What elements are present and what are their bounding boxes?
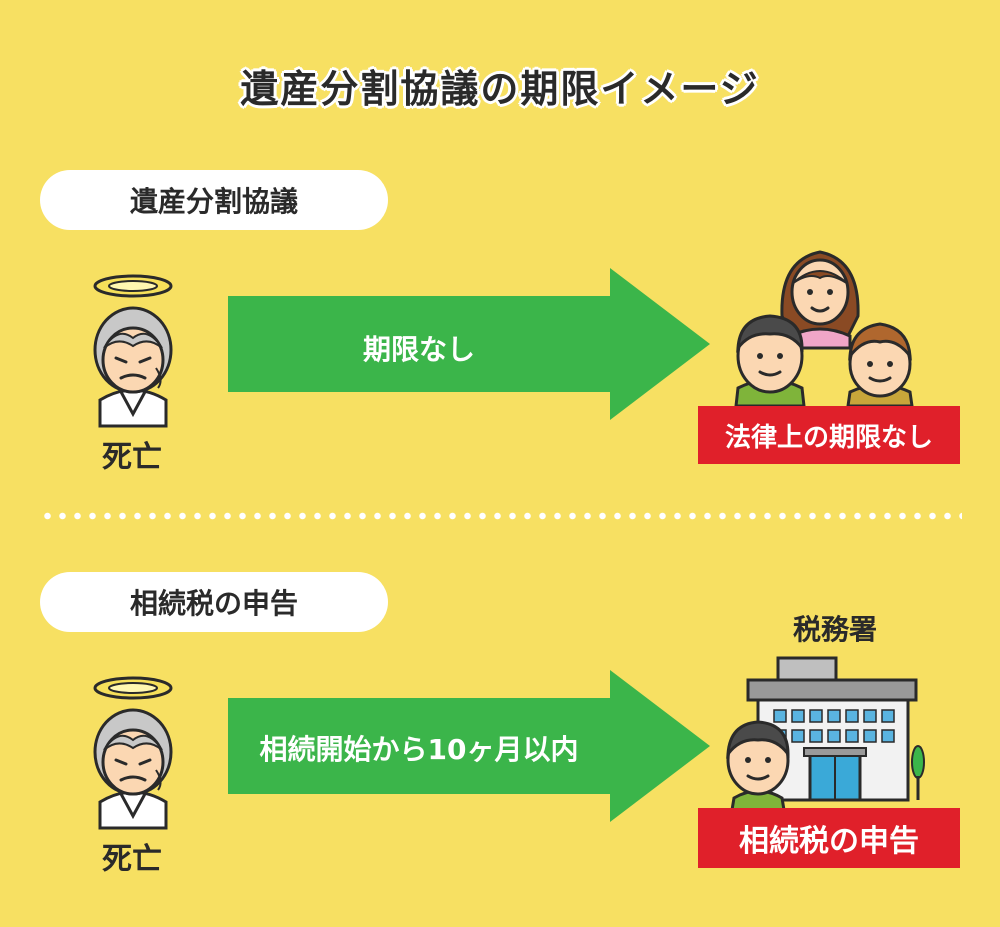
section1-pill-label: 遺産分割協議 bbox=[129, 185, 298, 218]
section2-arrow bbox=[228, 670, 710, 822]
tax-office-label: 税務署 bbox=[792, 613, 877, 646]
section2-arrow-text: 相続開始から10ヶ月以内 bbox=[259, 733, 579, 766]
section1-pill: 遺産分割協議 bbox=[40, 170, 388, 230]
section1-arrow bbox=[228, 268, 710, 420]
section-divider bbox=[40, 512, 962, 520]
section1-death-label: 死亡 bbox=[102, 440, 162, 475]
section1-result-label: 法律上の期限なし bbox=[698, 406, 960, 464]
section2-result-text: 相続税の申告 bbox=[739, 824, 919, 859]
tax-office-building-icon bbox=[726, 656, 925, 810]
section2-pill: 相続税の申告 bbox=[40, 572, 388, 632]
section1-result-text: 法律上の期限なし bbox=[724, 422, 933, 453]
section2-pill-label: 相続税の申告 bbox=[129, 587, 298, 620]
heirs-family-icon bbox=[734, 250, 914, 406]
section1-arrow-text: 期限なし bbox=[362, 333, 475, 366]
deceased-elder-icon bbox=[93, 274, 173, 428]
deceased-elder-icon bbox=[93, 676, 173, 830]
page-title: 遺産分割協議の期限イメージ bbox=[240, 67, 760, 111]
section2-result-label: 相続税の申告 bbox=[698, 808, 960, 868]
section2-death-label: 死亡 bbox=[102, 842, 162, 877]
